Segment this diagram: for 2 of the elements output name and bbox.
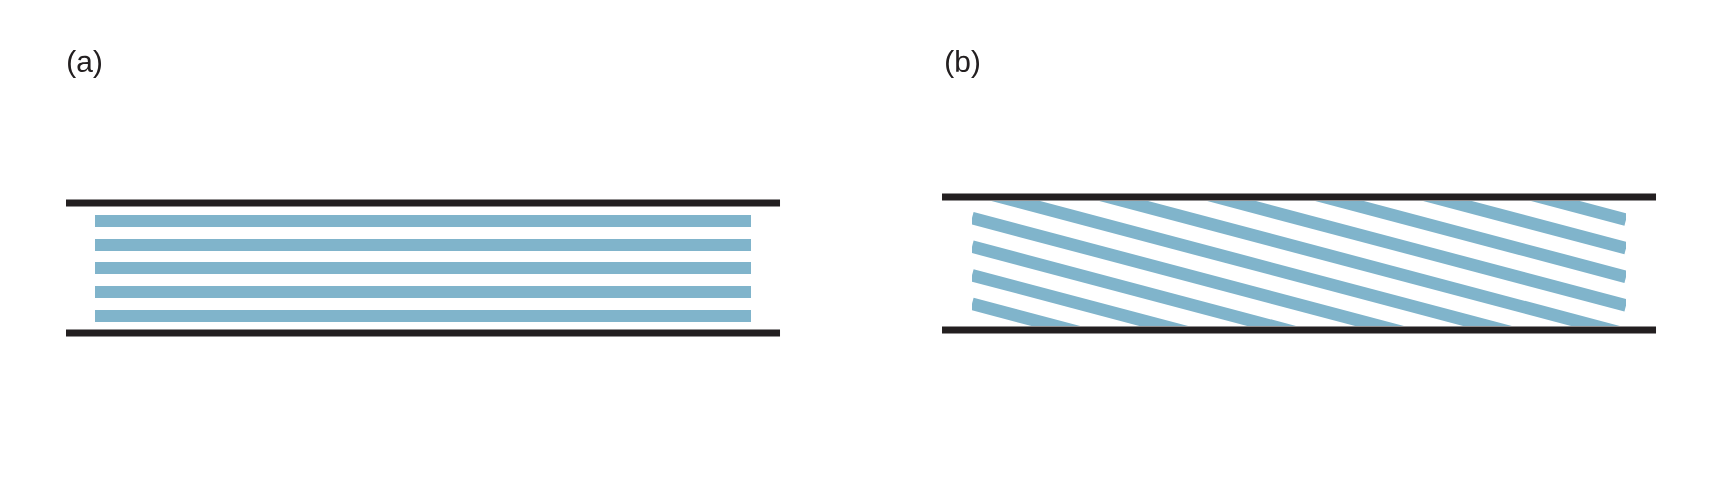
panel-label: (b) (946, 50, 979, 78)
panel-label: (a) (68, 50, 101, 78)
